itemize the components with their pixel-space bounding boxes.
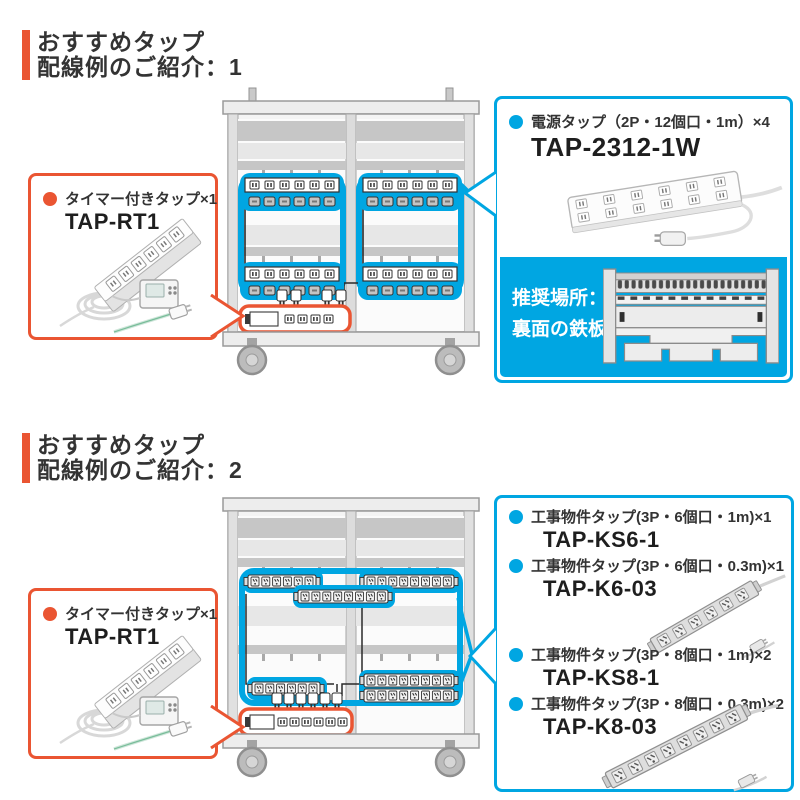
title-accent-bar	[22, 30, 30, 80]
callout-label: 工事物件タップ(3P・6個口・1m)×1	[531, 509, 772, 526]
title-accent-bar	[22, 433, 30, 483]
product-image-tap-rt1	[37, 631, 209, 751]
callout-model: TAP-K6-03	[543, 576, 658, 601]
section1-title: おすすめタップ 配線例のご紹介：1	[22, 30, 243, 80]
callout-label: 工事物件タップ(3P・6個口・0.3m)×1	[531, 558, 784, 575]
power-strip-callout-1: 電源タップ（2P・12個口・1m）×4 TAP-2312-1W 推奨場所： 裏面…	[494, 96, 793, 383]
bullet-icon	[43, 191, 57, 206]
recommended-location-panel: 推奨場所： 裏面の鉄板	[500, 257, 787, 377]
product-item: 工事物件タップ(3P・8個口・0.3m)×2 TAP-K8-03	[509, 693, 784, 740]
callout-model: TAP-K8-03	[543, 714, 658, 739]
bullet-icon	[509, 696, 523, 711]
title-line: おすすめタップ	[37, 29, 205, 55]
product-image-back-panel	[603, 268, 779, 364]
product-item: 工事物件タップ(3P・6個口・0.3m)×1 TAP-K6-03	[509, 555, 784, 602]
timer-tap	[240, 306, 350, 332]
product-image-tap-k8	[597, 696, 785, 797]
bullet-icon	[509, 509, 523, 524]
bullet-icon	[43, 606, 57, 621]
timer-tap	[240, 709, 352, 735]
cart-illustration-2	[222, 497, 480, 778]
product-image-tap-rt1	[37, 214, 209, 334]
power-strip	[360, 689, 458, 702]
power-strip	[294, 590, 392, 603]
callout-pointer-blue-1	[464, 171, 497, 217]
callout-label: タイマー付きタップ×1	[65, 191, 218, 208]
power-strip	[358, 262, 462, 300]
callout-model: TAP-RT1	[65, 624, 160, 649]
callout-model: TAP-2312-1W	[531, 132, 701, 162]
section2-title: おすすめタップ 配線例のご紹介：2	[22, 433, 243, 483]
title-line: おすすめタップ	[37, 432, 205, 458]
section1-title-text: おすすめタップ 配線例のご紹介：1	[37, 30, 243, 80]
product-item: 工事物件タップ(3P・6個口・1m)×1 TAP-KS6-1	[509, 506, 771, 553]
construction-tap-callout-2: 工事物件タップ(3P・6個口・1m)×1 TAP-KS6-1 工事物件タップ(3…	[494, 495, 794, 792]
callout-label: 工事物件タップ(3P・8個口・0.3m)×2	[531, 696, 784, 713]
callout-pointer-orange-1	[210, 294, 246, 339]
timer-tap-callout-1: タイマー付きタップ×1 TAP-RT1	[28, 173, 218, 340]
callout-label: 電源タップ（2P・12個口・1m）×4	[531, 114, 770, 131]
callout-model: TAP-KS6-1	[543, 527, 660, 552]
product-image-tap-2312	[552, 147, 784, 255]
callout-model: TAP-RT1	[65, 209, 160, 234]
power-strip	[360, 674, 458, 687]
callout-label: 工事物件タップ(3P・8個口・1m)×2	[531, 647, 772, 664]
bullet-icon	[509, 558, 523, 573]
title-line: 配線例のご紹介：1	[37, 54, 243, 80]
power-strip	[240, 173, 344, 211]
callout-model: TAP-KS8-1	[543, 665, 660, 690]
product-item: 工事物件タップ(3P・8個口・1m)×2 TAP-KS8-1	[509, 644, 771, 691]
bullet-icon	[509, 114, 523, 129]
timer-tap-callout-2: タイマー付きタップ×1 TAP-RT1	[28, 588, 218, 759]
recommended-location-text: 推奨場所： 裏面の鉄板	[512, 288, 608, 340]
callout-pointer-blue-2	[468, 627, 497, 685]
title-line: 配線例のご紹介：2	[37, 457, 243, 483]
section2-title-text: おすすめタップ 配線例のご紹介：2	[37, 433, 243, 483]
power-strip	[358, 173, 462, 211]
callout-label: タイマー付きタップ×1	[65, 606, 218, 623]
callout-pointer-orange-2	[210, 705, 246, 750]
bullet-icon	[509, 647, 523, 662]
cart-illustration-1	[222, 87, 480, 376]
